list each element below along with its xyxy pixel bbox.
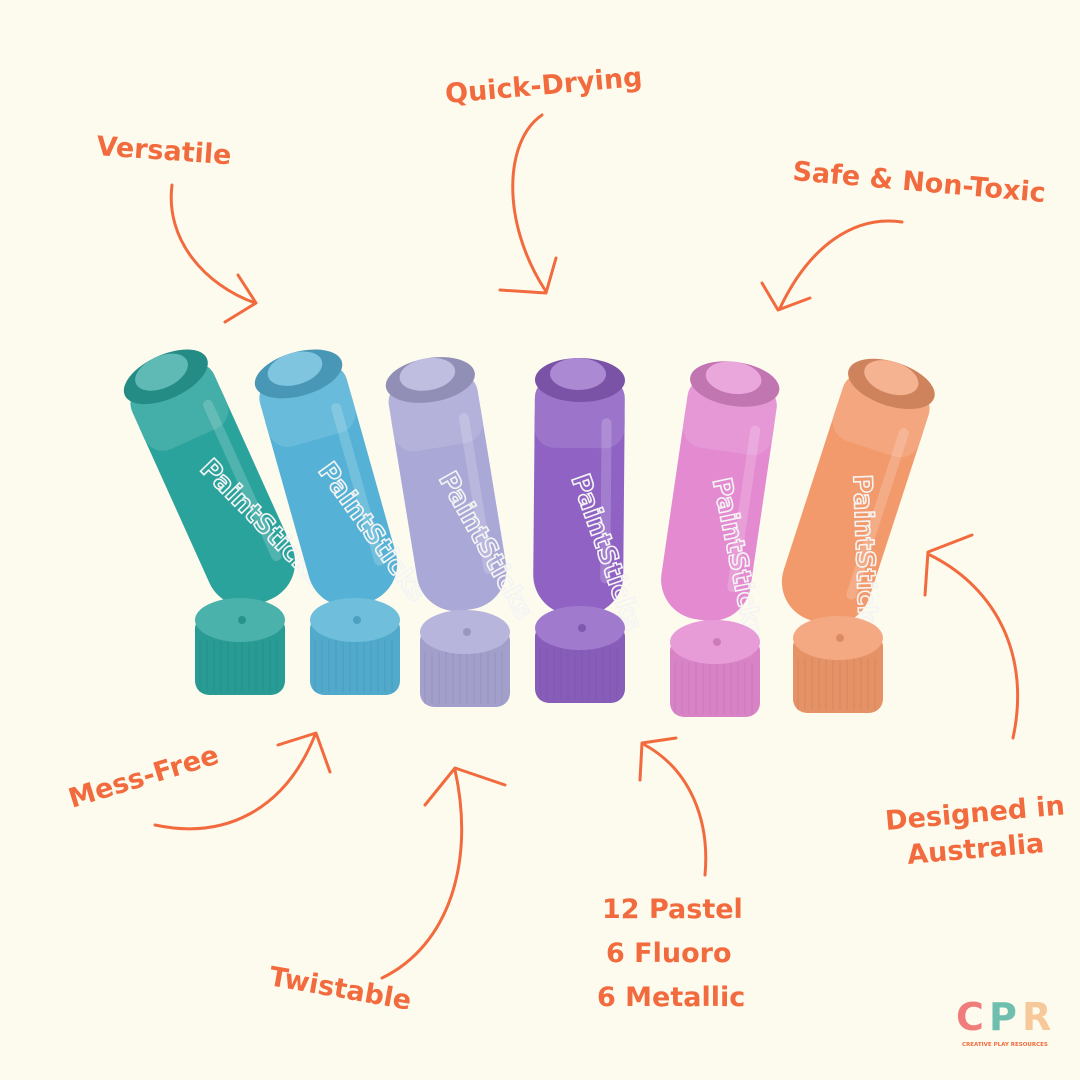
- stick-highlight: [600, 418, 612, 584]
- arrow-safe: [760, 219, 904, 312]
- logo-letter-r: R: [1022, 995, 1051, 1039]
- label-safe-non-toxic: Safe & Non-Toxic: [791, 156, 1046, 209]
- arrow-versatile: [169, 183, 258, 324]
- label-metallic: 6 Metallic: [597, 982, 745, 1013]
- logo-tagline: CREATIVE PLAY RESOURCES: [962, 1042, 1048, 1048]
- paint-stick-2: PaintSticks: [254, 349, 433, 608]
- arrows: [153, 113, 1020, 980]
- cap-dimple: [238, 616, 246, 624]
- arrow-designed: [923, 533, 1020, 740]
- cap-dimple: [578, 624, 586, 632]
- logo-letter-p: P: [989, 995, 1017, 1039]
- paint-stick-6: PaintSticks: [781, 358, 935, 640]
- stick-highlight: [331, 402, 385, 566]
- cap-dimple: [836, 634, 844, 642]
- paint-stick-4: PaintSticks: [533, 357, 648, 636]
- paint-tip: [864, 360, 919, 396]
- paint-tip: [550, 357, 607, 390]
- label-twistable: Twistable: [267, 961, 414, 1016]
- paint-tip: [705, 361, 762, 395]
- stick-cap-5: [670, 620, 760, 717]
- paint-tip: [399, 357, 456, 391]
- label-versatile: Versatile: [96, 131, 233, 171]
- cap-dimple: [713, 638, 721, 646]
- stick-highlight: [203, 399, 282, 562]
- stick-cap-2: [310, 598, 400, 695]
- cap-dimple: [463, 628, 471, 636]
- arrow-pastel: [638, 736, 708, 877]
- label-quick-drying: Quick-Drying: [444, 62, 644, 110]
- stick-cap-6: [793, 616, 883, 713]
- arrow-quick-drying: [498, 113, 558, 295]
- stick-cap-4: [535, 606, 625, 703]
- stick-highlight: [458, 413, 494, 574]
- logo-letter-c: C: [956, 995, 984, 1039]
- stick-cap-1: [195, 598, 285, 695]
- paint-stick-5: PaintSticks: [661, 361, 780, 643]
- arrow-mess-free: [153, 731, 332, 831]
- label-fluoro: 6 Fluoro: [606, 938, 732, 969]
- stick-highlight: [846, 428, 909, 600]
- arrow-twistable: [380, 766, 507, 980]
- paint-sticks-label: PaintSticks: [847, 474, 883, 639]
- cpr-logo: C P R CREATIVE PLAY RESOURCES: [956, 995, 1051, 1048]
- cap-dimple: [353, 616, 361, 624]
- paint-tip: [267, 351, 323, 386]
- stick-cap-3: [420, 610, 510, 707]
- label-pastel: 12 Pastel: [602, 894, 743, 925]
- stick-highlight: [727, 425, 761, 593]
- paint-tip: [135, 353, 188, 391]
- label-australia: Australia: [906, 828, 1046, 871]
- label-mess-free: Mess-Free: [65, 740, 222, 815]
